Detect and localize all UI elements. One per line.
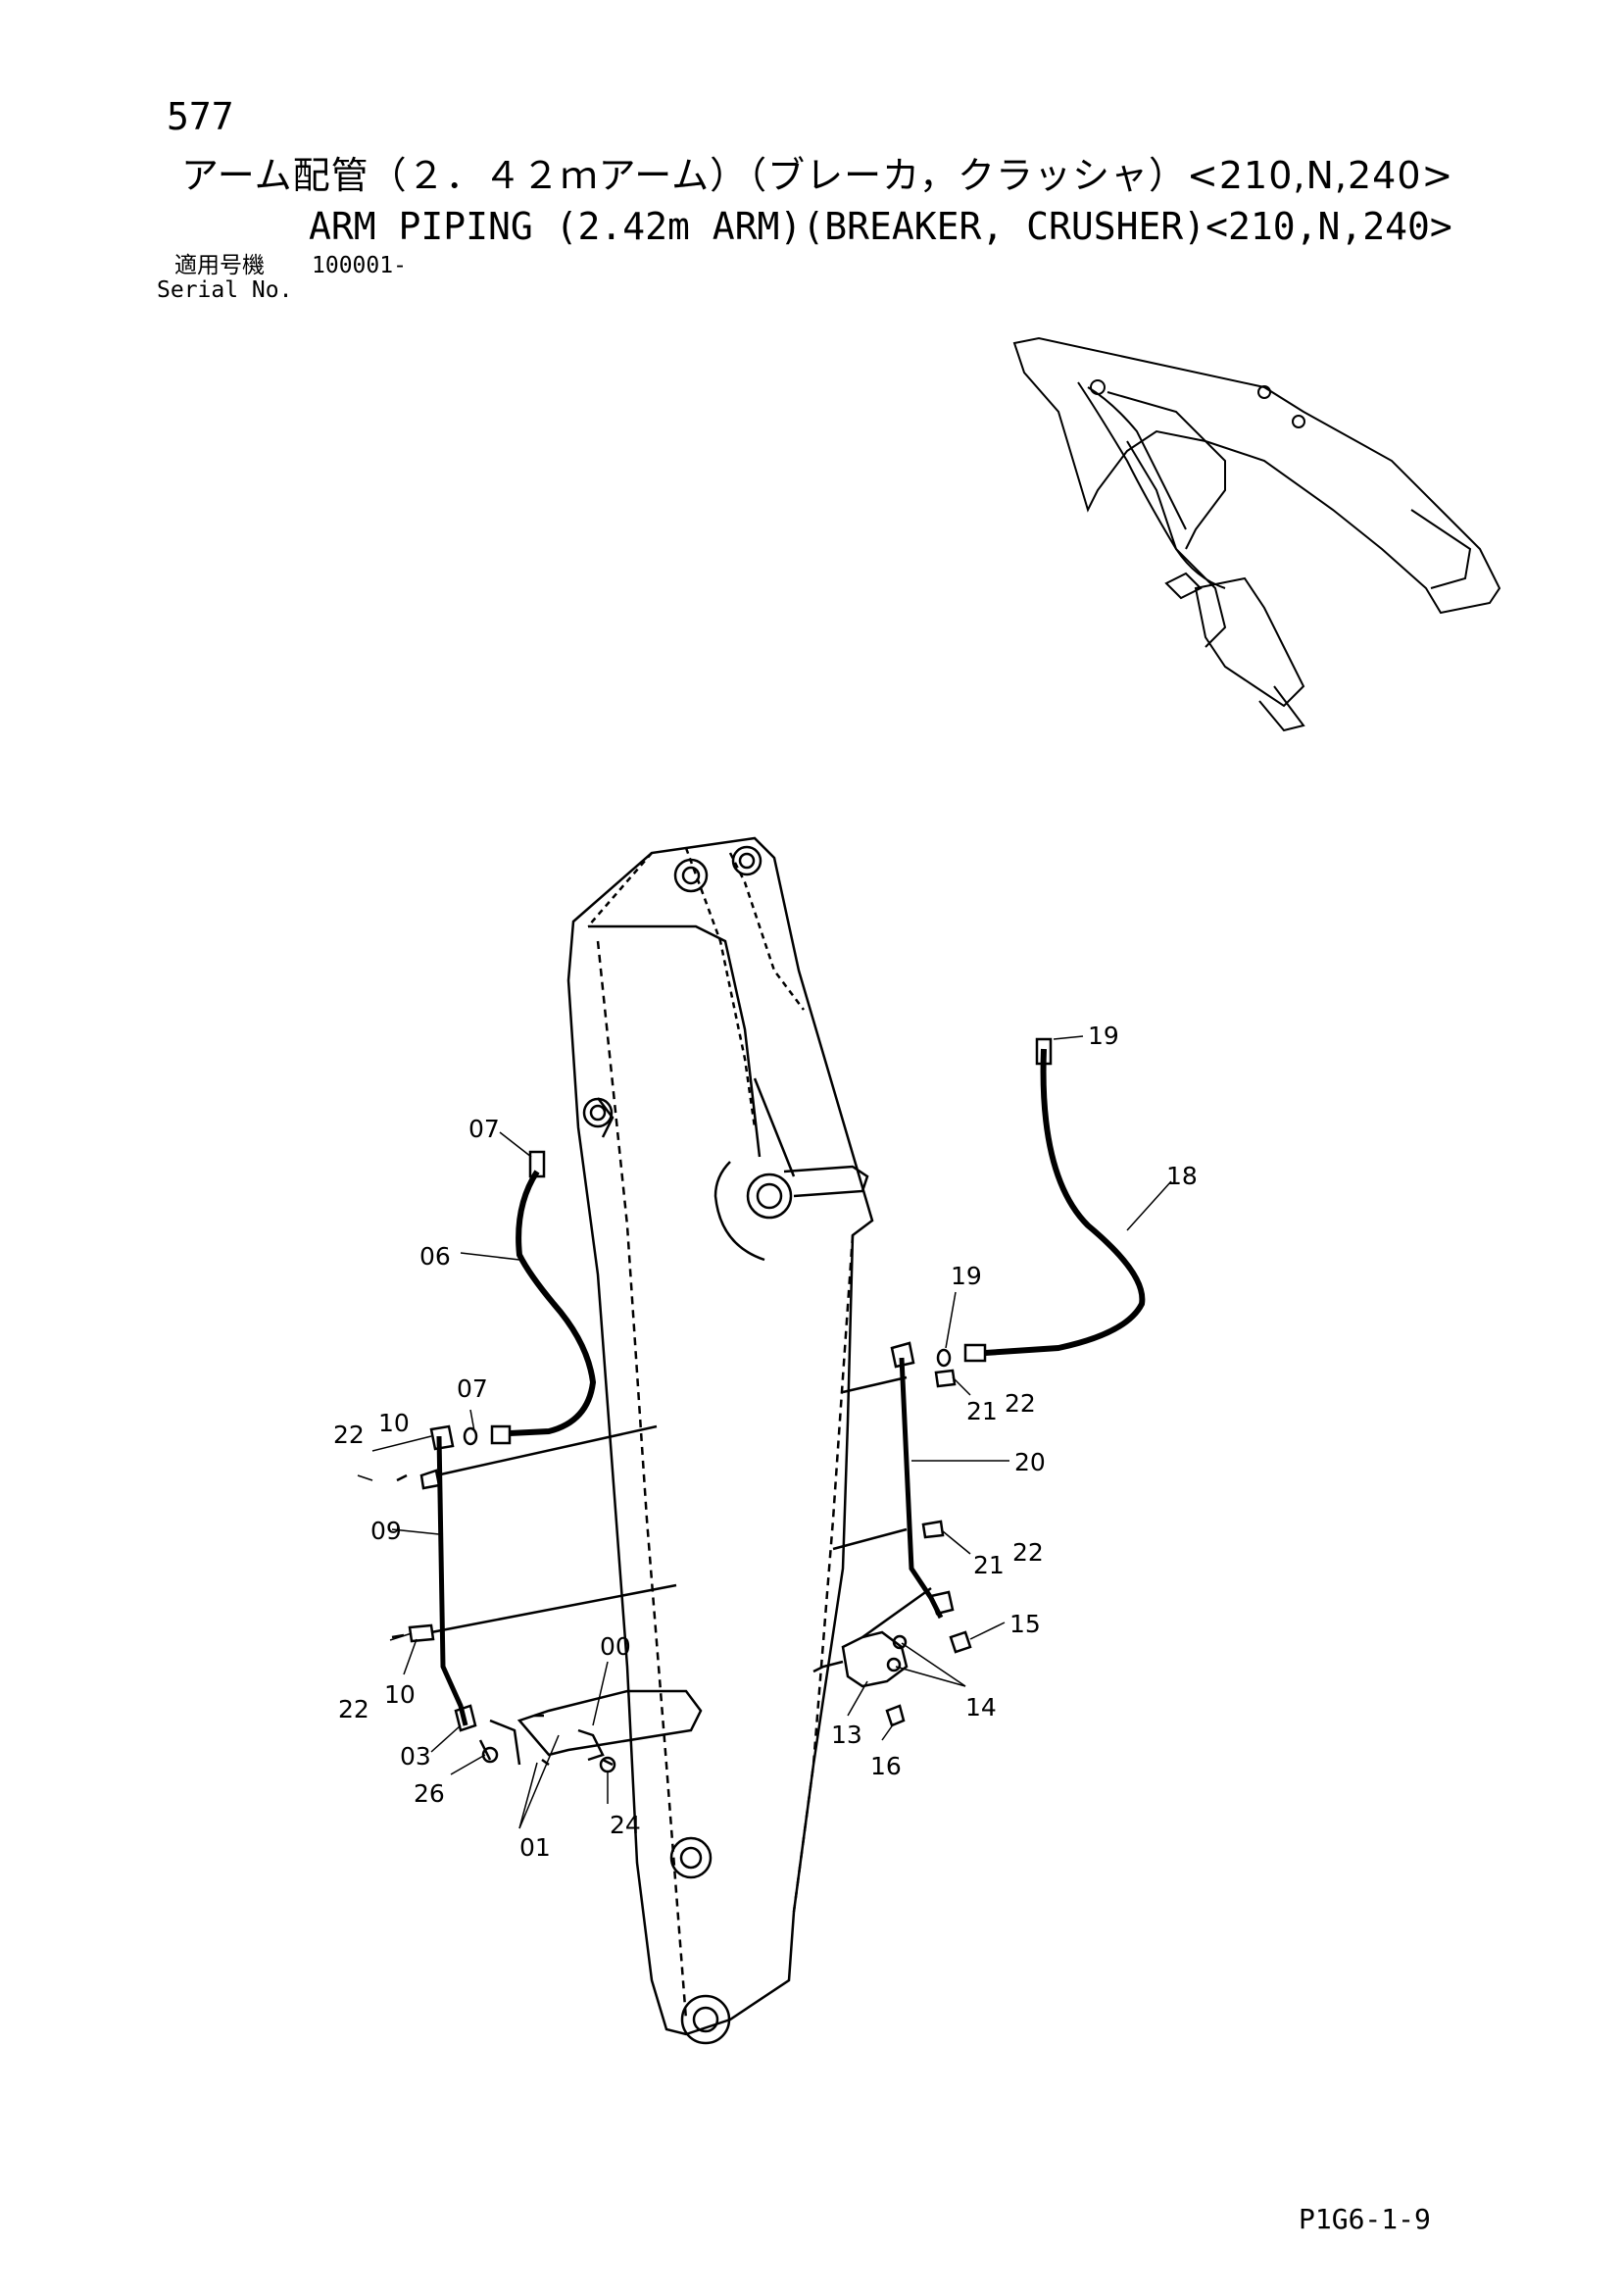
callout-16: 16 (870, 1752, 902, 1780)
drawing-code: P1G6-1-9 (1299, 2203, 1431, 2235)
callout-15: 15 (1009, 1610, 1041, 1638)
pipe-09 (436, 1435, 468, 1726)
serial-label-english: Serial No. (157, 277, 293, 303)
right-piping (812, 1037, 1146, 1727)
callout-09: 09 (370, 1517, 402, 1545)
callout-18: 18 (1166, 1162, 1198, 1190)
leader-lines (357, 1035, 1172, 1829)
serial-number-value: 100001- (312, 253, 407, 278)
arm-structure (566, 836, 874, 2045)
callout-07-lower: 07 (457, 1374, 488, 1403)
callout-07-upper: 07 (468, 1115, 500, 1143)
overview-inset (1012, 336, 1501, 732)
callout-13: 13 (831, 1721, 862, 1749)
pipe-20 (899, 1357, 944, 1620)
callout-21-upper: 21 (966, 1397, 998, 1425)
callout-24: 24 (610, 1811, 641, 1839)
callout-10-upper: 10 (378, 1409, 410, 1437)
serial-label-japanese: 適用号機 (174, 253, 265, 278)
page-title-english: ARM PIPING (2.42m ARM)(BREAKER, CRUSHER)… (309, 205, 1452, 248)
callout-21-lower: 21 (973, 1551, 1005, 1579)
callout-labels: 07 06 07 10 22 09 22 10 03 26 00 01 24 1… (333, 1022, 1198, 1862)
callout-03: 03 (400, 1742, 431, 1771)
callout-22-upper-left: 22 (333, 1421, 365, 1449)
callout-14: 14 (965, 1693, 997, 1722)
callout-00: 00 (600, 1632, 631, 1661)
hose-06 (509, 1170, 597, 1436)
callout-26: 26 (414, 1779, 445, 1808)
callout-06: 06 (419, 1242, 451, 1271)
callout-22-upper-right: 22 (1005, 1389, 1036, 1418)
page-title-japanese: アーム配管（２．４２ｍアーム）（ブレーカ，クラッシャ）<210,N,240> (181, 154, 1454, 197)
callout-19-lower: 19 (951, 1262, 982, 1290)
callout-01: 01 (519, 1833, 551, 1862)
callout-22-lower-left: 22 (338, 1695, 369, 1723)
hose-18 (984, 1048, 1146, 1356)
callout-19-upper: 19 (1088, 1022, 1119, 1050)
callout-10-lower: 10 (384, 1680, 416, 1709)
page-number: 577 (167, 95, 234, 138)
callout-22-lower-right: 22 (1012, 1538, 1044, 1567)
callout-20: 20 (1014, 1448, 1046, 1476)
